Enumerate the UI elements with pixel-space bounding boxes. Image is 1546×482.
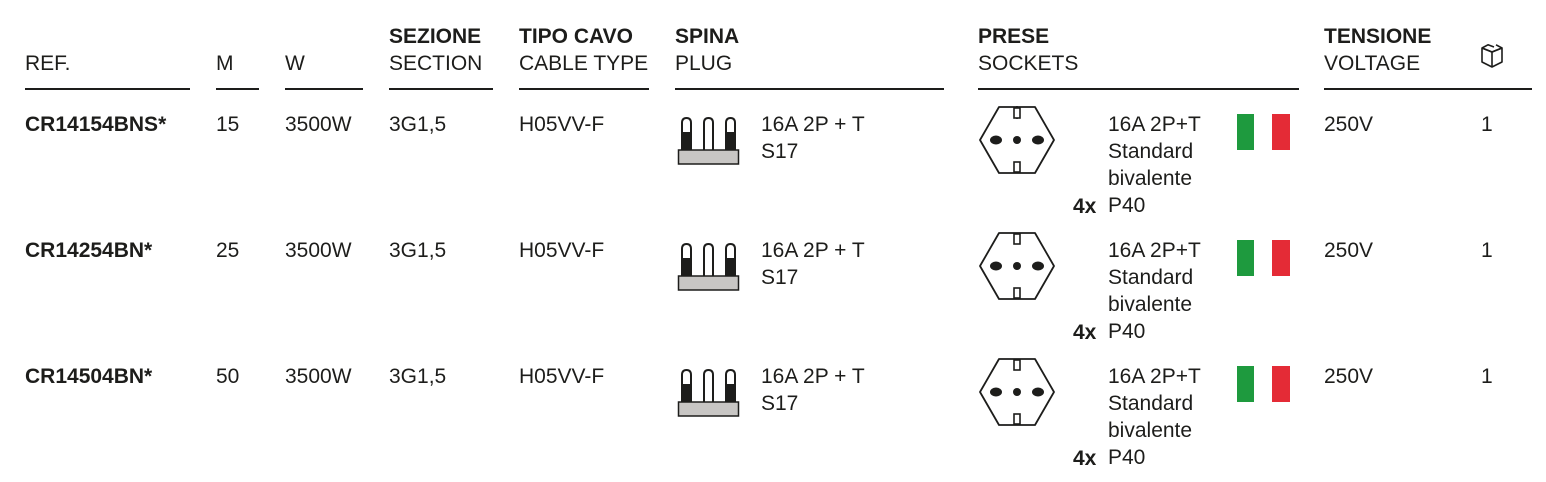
italian-socket-icon <box>979 358 1055 426</box>
italian-socket-icon <box>979 232 1055 300</box>
power-cell: 3500W <box>285 239 352 262</box>
ref-cell: CR14154BNS* <box>25 113 167 136</box>
schuko-plug-icon <box>677 242 740 291</box>
voltage-cell: 250V <box>1324 113 1374 136</box>
header-rule-section <box>389 88 493 90</box>
header-cable-type: TIPO CAVO CABLE TYPE <box>519 25 649 75</box>
voltage-cell: 250V <box>1324 365 1374 388</box>
header-sockets: PRESE SOCKETS <box>978 25 1079 75</box>
header-w: W <box>285 52 305 75</box>
socket-spec: 16A 2P+T Standard bivalente P40 <box>1108 113 1201 217</box>
plug-spec: 16A 2P + T S17 <box>761 113 865 163</box>
ref-cell: CR14504BN* <box>25 365 153 388</box>
header-rule-m <box>216 88 259 90</box>
header-plug: SPINA PLUG <box>675 25 740 75</box>
italian-flag-icon <box>1237 114 1290 150</box>
section-cell: 3G1,5 <box>389 239 447 262</box>
qty-cell: 1 <box>1481 113 1493 136</box>
socket-spec: 16A 2P+T Standard bivalente P40 <box>1108 365 1201 469</box>
italian-socket-icon <box>979 106 1055 174</box>
socket-count: 4x <box>1073 447 1097 470</box>
length-cell: 15 <box>216 113 240 136</box>
header-rule-voltage <box>1324 88 1532 90</box>
header-rule-plug <box>675 88 944 90</box>
power-cell: 3500W <box>285 113 352 136</box>
italian-flag-icon <box>1237 366 1290 402</box>
schuko-plug-icon <box>677 368 740 417</box>
header-voltage: TENSIONE VOLTAGE <box>1324 25 1432 75</box>
cable-cell: H05VV-F <box>519 239 605 262</box>
socket-count: 4x <box>1073 321 1097 344</box>
power-cell: 3500W <box>285 365 352 388</box>
header-rule-ref <box>25 88 190 90</box>
ref-cell: CR14254BN* <box>25 239 153 262</box>
socket-count: 4x <box>1073 195 1097 218</box>
cable-cell: H05VV-F <box>519 365 605 388</box>
header-ref: REF. <box>25 52 71 75</box>
header-m: M <box>216 52 234 75</box>
length-cell: 50 <box>216 365 240 388</box>
section-cell: 3G1,5 <box>389 365 447 388</box>
plug-spec: 16A 2P + T S17 <box>761 365 865 415</box>
qty-cell: 1 <box>1481 365 1493 388</box>
header-rule-sockets <box>978 88 1299 90</box>
header-rule-w <box>285 88 363 90</box>
section-cell: 3G1,5 <box>389 113 447 136</box>
box-icon <box>1481 44 1503 68</box>
header-rule-cable <box>519 88 649 90</box>
length-cell: 25 <box>216 239 240 262</box>
qty-cell: 1 <box>1481 239 1493 262</box>
cable-cell: H05VV-F <box>519 113 605 136</box>
plug-spec: 16A 2P + T S17 <box>761 239 865 289</box>
socket-spec: 16A 2P+T Standard bivalente P40 <box>1108 239 1201 343</box>
voltage-cell: 250V <box>1324 239 1374 262</box>
italian-flag-icon <box>1237 240 1290 276</box>
header-section: SEZIONE SECTION <box>389 25 483 75</box>
schuko-plug-icon <box>677 116 740 165</box>
